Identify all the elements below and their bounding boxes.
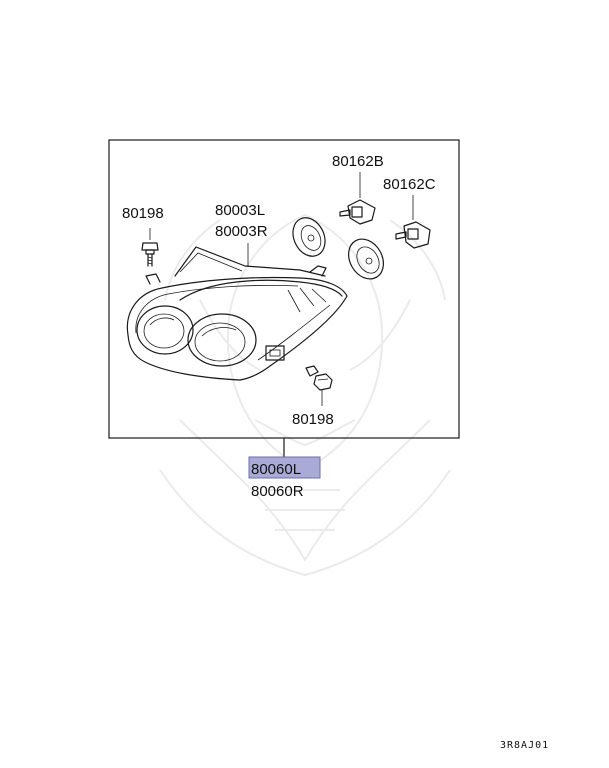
label-socket-c[interactable]: 80162C bbox=[383, 176, 436, 193]
label-bolt-bottom[interactable]: 80198 bbox=[292, 411, 334, 428]
label-socket-b[interactable]: 80162B bbox=[332, 153, 384, 170]
label-lens-left[interactable]: 80003L bbox=[215, 202, 265, 219]
bulb-socket-upper[interactable] bbox=[287, 213, 331, 262]
label-assembly-right[interactable]: 80060R bbox=[251, 483, 304, 500]
assembly-highlight bbox=[248, 456, 321, 479]
bulb-80162b[interactable] bbox=[339, 172, 376, 225]
label-assembly-left[interactable]: 80060L bbox=[251, 461, 301, 478]
bulb-80162c[interactable] bbox=[395, 195, 431, 249]
bolt-top-left[interactable] bbox=[141, 228, 159, 267]
headlamp-assembly[interactable] bbox=[126, 243, 348, 381]
bolt-bottom[interactable] bbox=[305, 365, 333, 406]
diagram-code: 3R8AJ01 bbox=[500, 740, 549, 751]
label-lens-right[interactable]: 80003R bbox=[215, 223, 268, 240]
bulb-socket-lower[interactable] bbox=[342, 233, 391, 285]
watermark-emblem bbox=[159, 213, 451, 577]
label-bolt-top-left[interactable]: 80198 bbox=[122, 205, 164, 222]
